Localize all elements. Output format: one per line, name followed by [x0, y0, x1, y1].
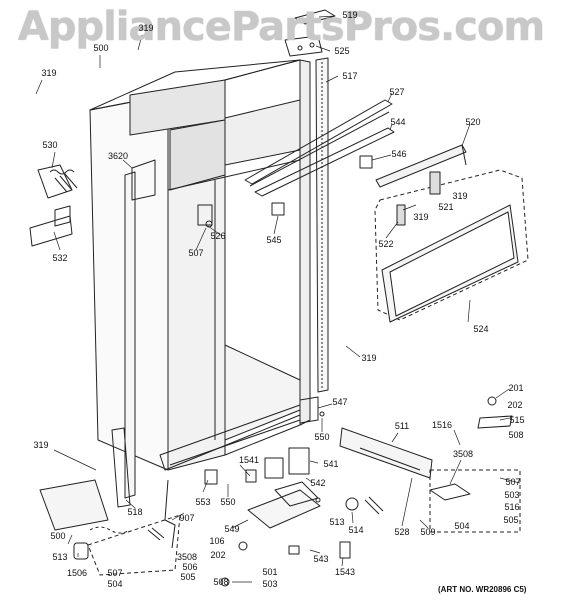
callout-524: 524 [473, 324, 489, 334]
callout-547: 547 [332, 397, 348, 407]
bottom-components [39, 396, 521, 587]
callout-1516: 1516 [431, 420, 453, 430]
callout-508: 508 [213, 577, 229, 587]
callout-542: 542 [310, 478, 326, 488]
callout-907: 907 [179, 513, 195, 523]
callout-546: 546 [391, 149, 407, 159]
top-brackets [284, 9, 336, 57]
callout-1506: 1506 [66, 568, 88, 578]
callout-507: 507 [505, 477, 521, 487]
callout-505: 505 [503, 515, 519, 525]
callout-522: 522 [378, 239, 394, 249]
callout-507: 507 [107, 568, 123, 578]
cross-rails [244, 99, 395, 197]
callout-3508: 3508 [176, 552, 198, 562]
callout-528: 528 [394, 527, 410, 537]
callout-549: 549 [224, 524, 240, 534]
callout-514: 514 [348, 525, 364, 535]
callout-201: 201 [508, 383, 524, 393]
callout-527: 527 [389, 87, 405, 97]
callout-3620: 3620 [107, 151, 129, 161]
callout-521: 521 [438, 202, 454, 212]
callout-202: 202 [507, 400, 523, 410]
callout-553: 553 [195, 497, 211, 507]
callout-541: 541 [323, 459, 339, 469]
callout-509: 509 [420, 527, 436, 537]
lower-rails [111, 396, 319, 508]
callout-505: 505 [180, 572, 196, 582]
callout-106: 106 [209, 536, 225, 546]
callout-544: 544 [390, 117, 406, 127]
callout-319: 319 [33, 440, 49, 450]
callout-3508: 3508 [452, 449, 474, 459]
hinge-530 [37, 164, 78, 199]
art-number: (ART NO. WR20896 C5) [438, 585, 527, 594]
callout-550: 550 [220, 497, 236, 507]
callout-508: 508 [508, 430, 524, 440]
callout-545: 545 [266, 235, 282, 245]
callout-504: 504 [107, 579, 123, 589]
callout-526: 526 [210, 231, 226, 241]
callout-530: 530 [42, 140, 58, 150]
callout-1541: 1541 [238, 455, 260, 465]
callout-511: 511 [394, 421, 410, 431]
callout-319: 319 [413, 212, 429, 222]
callout-506: 506 [182, 562, 198, 572]
drawer-assembly [374, 144, 529, 323]
cabinet-case [89, 59, 311, 471]
callout-515: 515 [509, 415, 525, 425]
callout-503: 503 [504, 490, 520, 500]
callout-319: 319 [138, 23, 154, 33]
callout-319: 319 [452, 191, 468, 201]
callout-516: 516 [504, 502, 520, 512]
callout-517: 517 [342, 71, 358, 81]
callout-319: 319 [41, 68, 57, 78]
callout-500: 500 [93, 43, 109, 53]
callout-319: 319 [361, 353, 377, 363]
callout-1543: 1543 [334, 567, 356, 577]
callout-503: 503 [262, 579, 278, 589]
callout-504: 504 [454, 521, 470, 531]
callout-520: 520 [465, 117, 481, 127]
callout-519: 519 [342, 10, 358, 20]
callout-501: 501 [262, 567, 278, 577]
side-rails [124, 57, 329, 499]
callout-202: 202 [210, 550, 226, 560]
callout-518: 518 [127, 507, 143, 517]
callout-513: 513 [329, 517, 345, 527]
callout-500: 500 [50, 531, 66, 541]
bracket-532 [29, 205, 73, 247]
callout-550: 550 [314, 432, 330, 442]
callout-532: 532 [52, 253, 68, 263]
callout-507: 507 [188, 248, 204, 258]
callout-513: 513 [52, 552, 68, 562]
callout-525: 525 [334, 46, 350, 56]
callout-543: 543 [313, 554, 329, 564]
leader-lines [35, 15, 521, 583]
